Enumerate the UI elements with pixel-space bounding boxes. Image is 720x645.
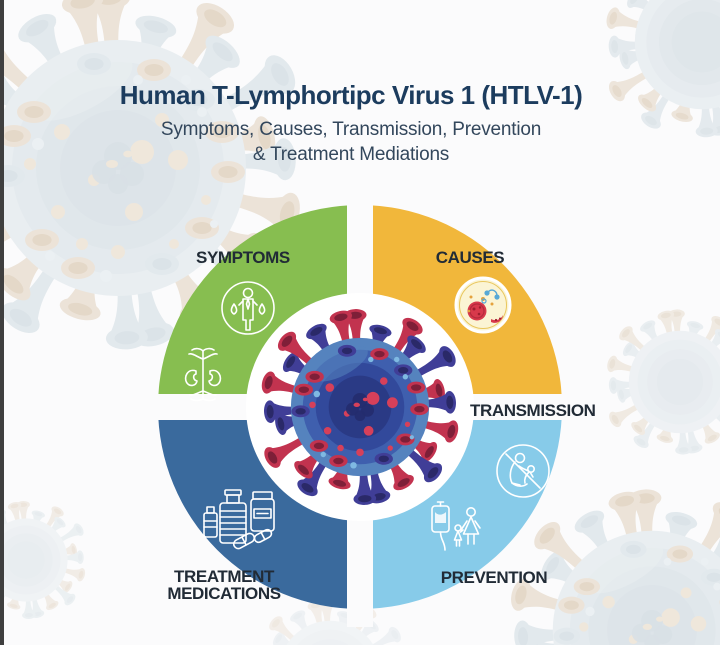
virus-illustration: [261, 309, 459, 505]
segment-treatment: [158, 407, 360, 609]
patient-symptoms-icon: [221, 281, 275, 335]
symptoms-label: SYMPTOMS: [196, 248, 290, 267]
causes-label: CAUSES: [435, 248, 505, 267]
subtitle-line-1: Symptoms, Causes, Transmission, Preventi…: [160, 119, 542, 140]
page-title: Human T-Lymphortipc Virus 1 (HTLV-1): [119, 80, 583, 110]
lymphatic-system-icon: [184, 347, 222, 402]
segment-prevention-transmission: [360, 407, 562, 609]
infected-cell-icon: [454, 276, 512, 334]
treatment-medications-label: TREATMENT MEDICATIONS: [167, 567, 281, 603]
blood-bag-mother-child-icon: [431, 501, 481, 551]
diagram-ring: [140, 187, 580, 627]
no-breastfeeding-icon: [496, 444, 550, 498]
header: Human T-Lymphortipc Virus 1 (HTLV-1) Sym…: [0, 80, 702, 167]
transmission-label: TRANSMISSION: [470, 401, 596, 420]
subtitle-line-2: & Treatment Mediations: [252, 144, 450, 165]
page-subtitle: Symptoms, Causes, Transmission, Preventi…: [0, 117, 702, 167]
medications-icon: [203, 489, 275, 550]
prevention-label: PREVENTION: [440, 568, 548, 587]
screen-edge-strip: [0, 0, 4, 645]
